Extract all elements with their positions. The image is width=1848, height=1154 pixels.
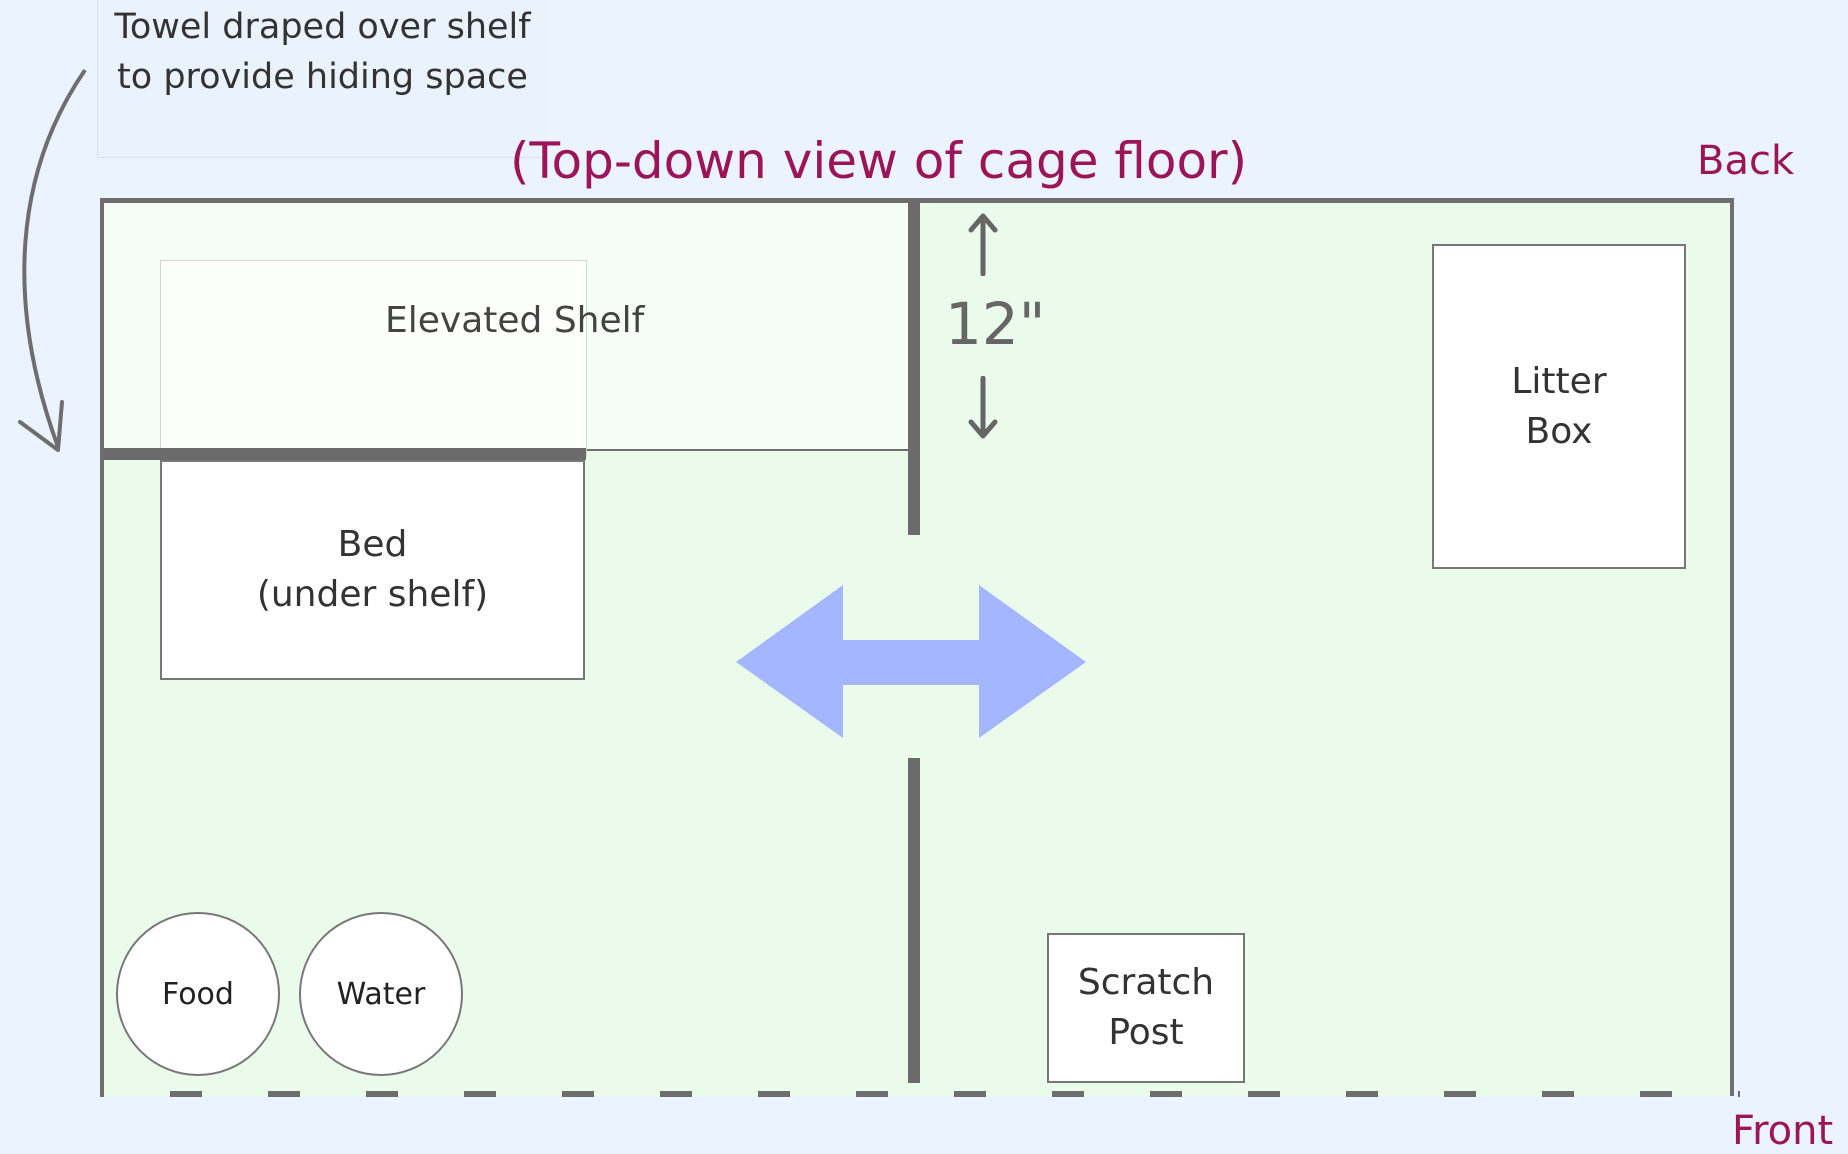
elevated-shelf-label: Elevated Shelf bbox=[385, 300, 645, 341]
scratch-post: Scratch Post bbox=[1047, 933, 1245, 1083]
bed: Bed (under shelf) bbox=[160, 460, 585, 680]
divider-wall-bottom bbox=[908, 758, 920, 1083]
scratch-post-label-2: Post bbox=[1108, 1012, 1184, 1053]
elevated-shelf bbox=[160, 260, 587, 457]
curved-arrow-icon bbox=[18, 68, 87, 452]
back-label: Back bbox=[1697, 138, 1795, 184]
bed-label: Bed bbox=[337, 524, 408, 565]
arrow-down-icon bbox=[968, 376, 998, 439]
litter-box-label-1: Litter bbox=[1511, 360, 1607, 402]
towel-annotation: Towel draped over shelf to provide hidin… bbox=[97, 0, 547, 158]
divider-wall-top bbox=[908, 200, 920, 535]
towel-annotation-line1: Towel draped over shelf bbox=[114, 7, 531, 47]
double-arrow-icon bbox=[736, 585, 1086, 738]
food-bowl: Food bbox=[116, 912, 280, 1076]
food-label: Food bbox=[162, 976, 234, 1012]
diagram-title: (Top-down view of cage floor) bbox=[510, 132, 1248, 190]
water-bowl: Water bbox=[299, 912, 463, 1076]
gap-measurement: 12" bbox=[945, 290, 1046, 358]
front-label: Front bbox=[1732, 1108, 1834, 1154]
towel-annotation-line2: to provide hiding space bbox=[117, 57, 528, 97]
litter-box-label-2: Box bbox=[1525, 410, 1593, 452]
water-label: Water bbox=[336, 976, 426, 1012]
front-dashed-edge bbox=[100, 1091, 1740, 1097]
scratch-post-label-1: Scratch bbox=[1077, 962, 1215, 1003]
arrow-up-icon bbox=[968, 213, 998, 276]
litter-box: Litter Box bbox=[1432, 244, 1686, 569]
shelf-edge bbox=[104, 448, 586, 460]
bed-sublabel: (under shelf) bbox=[256, 574, 489, 615]
